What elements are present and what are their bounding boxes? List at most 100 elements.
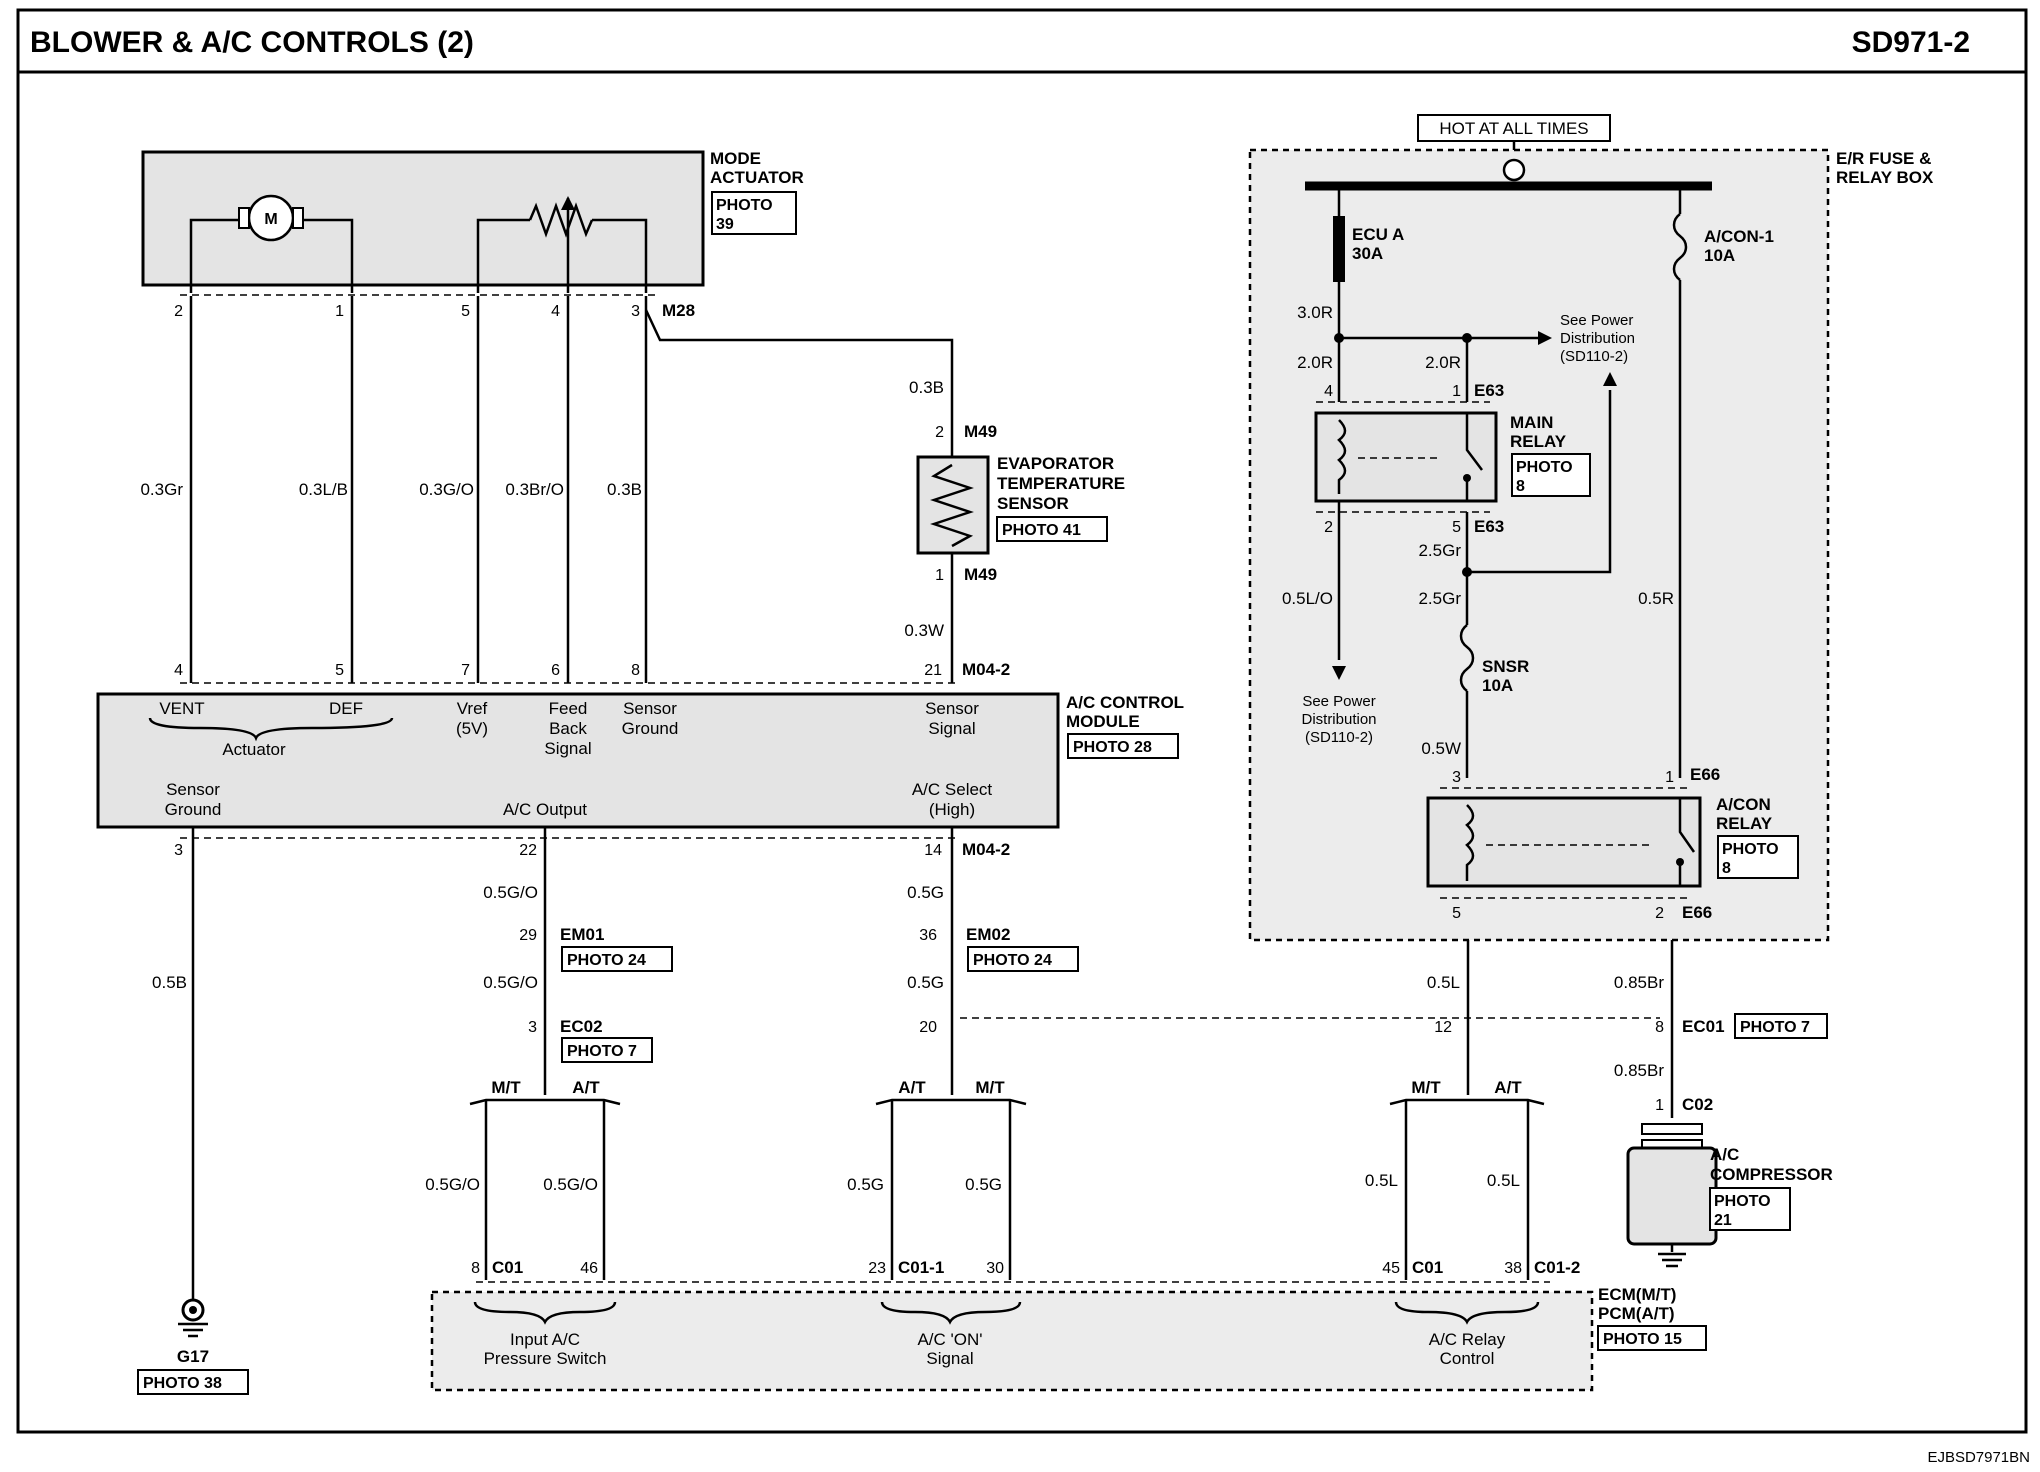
svg-text:20: 20 [919, 1019, 937, 1036]
svg-text:0.5G: 0.5G [847, 1175, 884, 1194]
svg-text:A/CON: A/CON [1716, 795, 1771, 814]
svg-text:21: 21 [924, 662, 942, 679]
svg-text:0.5B: 0.5B [152, 973, 187, 992]
svg-text:2: 2 [174, 303, 183, 320]
svg-text:Sensor: Sensor [166, 780, 220, 799]
svg-text:C01-2: C01-2 [1534, 1258, 1580, 1277]
svg-text:2: 2 [935, 424, 944, 441]
svg-text:A/C: A/C [1710, 1145, 1739, 1164]
ground-icon [178, 1298, 208, 1338]
svg-text:E63: E63 [1474, 517, 1504, 536]
svg-text:EC02: EC02 [560, 1017, 603, 1036]
svg-text:PHOTO 41: PHOTO 41 [1002, 522, 1081, 539]
svg-text:MODULE: MODULE [1066, 712, 1140, 731]
svg-text:MAIN: MAIN [1510, 413, 1553, 432]
svg-text:See Power: See Power [1560, 312, 1633, 329]
svg-text:0.5G/O: 0.5G/O [543, 1175, 598, 1194]
svg-text:PHOTO 28: PHOTO 28 [1073, 739, 1152, 756]
svg-text:Signal: Signal [544, 739, 591, 758]
svg-text:E66: E66 [1690, 765, 1720, 784]
svg-text:2.5Gr: 2.5Gr [1418, 589, 1461, 608]
svg-text:A/T: A/T [898, 1078, 926, 1097]
svg-text:E63: E63 [1474, 381, 1504, 400]
svg-text:3.0R: 3.0R [1297, 303, 1333, 322]
svg-text:7: 7 [461, 662, 470, 679]
svg-text:A/C Select: A/C Select [912, 780, 993, 799]
svg-text:Back: Back [549, 719, 587, 738]
svg-text:2: 2 [1324, 519, 1333, 536]
svg-text:A/T: A/T [1494, 1078, 1522, 1097]
svg-text:Sensor: Sensor [925, 699, 979, 718]
mode-actuator: M MODE ACTUATOR PHOTO 39 [141, 149, 804, 293]
svg-text:Signal: Signal [926, 1349, 973, 1368]
svg-text:M/T: M/T [975, 1078, 1005, 1097]
page-frame [16, 8, 2028, 1434]
svg-text:Ground: Ground [165, 800, 222, 819]
svg-text:1: 1 [1655, 1097, 1664, 1114]
svg-text:2: 2 [1655, 905, 1664, 922]
svg-text:(SD110-2): (SD110-2) [1560, 348, 1628, 365]
svg-text:3: 3 [174, 842, 183, 859]
ac-control-module: VENT DEF Actuator Vref (5V) Feed Back Si… [96, 692, 1060, 829]
svg-text:PHOTO 7: PHOTO 7 [567, 1043, 637, 1060]
svg-text:ECM(M/T): ECM(M/T) [1598, 1285, 1676, 1304]
svg-text:EC01: EC01 [1682, 1017, 1725, 1036]
svg-text:8: 8 [471, 1260, 480, 1277]
svg-text:38: 38 [1504, 1260, 1522, 1277]
svg-text:0.5R: 0.5R [1638, 589, 1674, 608]
svg-text:PHOTO 38: PHOTO 38 [143, 1375, 222, 1392]
er-fuse-relay-box [1248, 148, 1830, 942]
svg-text:RELAY: RELAY [1716, 814, 1773, 833]
svg-text:0.5L: 0.5L [1487, 1171, 1520, 1190]
svg-text:4: 4 [174, 662, 183, 679]
wire-label: 0.3Gr [140, 480, 183, 499]
svg-text:A/C Relay: A/C Relay [1429, 1330, 1506, 1349]
page-code: SD971-2 [1852, 26, 1970, 59]
svg-text:EM02: EM02 [966, 925, 1010, 944]
svg-text:Ground: Ground [622, 719, 679, 738]
svg-text:ECU A: ECU A [1352, 225, 1404, 244]
svg-text:EVAPORATOR: EVAPORATOR [997, 454, 1114, 473]
svg-text:See Power: See Power [1302, 693, 1375, 710]
svg-text:23: 23 [868, 1260, 886, 1277]
svg-text:0.5W: 0.5W [1421, 739, 1461, 758]
fuse-ecu-a-icon [1333, 216, 1345, 282]
svg-text:PHOTO 24: PHOTO 24 [973, 952, 1052, 969]
svg-text:Control: Control [1440, 1349, 1495, 1368]
svg-text:4: 4 [551, 303, 560, 320]
svg-text:3: 3 [631, 303, 640, 320]
svg-text:M04-2: M04-2 [962, 840, 1010, 859]
svg-text:30A: 30A [1352, 244, 1383, 263]
svg-text:46: 46 [580, 1260, 598, 1277]
svg-text:(High): (High) [929, 800, 975, 819]
svg-text:Distribution: Distribution [1560, 330, 1635, 347]
svg-text:10A: 10A [1704, 246, 1735, 265]
svg-text:Signal: Signal [928, 719, 975, 738]
svg-text:8: 8 [1516, 478, 1525, 495]
svg-text:2.0R: 2.0R [1425, 353, 1461, 372]
svg-text:0.5G: 0.5G [907, 973, 944, 992]
svg-text:0.5G/O: 0.5G/O [425, 1175, 480, 1194]
svg-text:0.3W: 0.3W [904, 621, 944, 640]
svg-text:Distribution: Distribution [1301, 711, 1376, 728]
hot-at-all-times: HOT AT ALL TIMES [1439, 119, 1588, 138]
svg-text:8: 8 [631, 662, 640, 679]
svg-text:DEF: DEF [329, 699, 363, 718]
svg-text:0.5G: 0.5G [907, 883, 944, 902]
svg-text:C01: C01 [1412, 1258, 1443, 1277]
svg-text:A/T: A/T [572, 1078, 600, 1097]
svg-text:1: 1 [1452, 383, 1461, 400]
svg-text:0.5L/O: 0.5L/O [1282, 589, 1333, 608]
svg-text:45: 45 [1382, 1260, 1400, 1277]
svg-text:1: 1 [335, 303, 344, 320]
svg-text:36: 36 [919, 927, 937, 944]
svg-text:M49: M49 [964, 565, 997, 584]
svg-text:E/R FUSE &: E/R FUSE & [1836, 149, 1931, 168]
svg-text:14: 14 [924, 842, 942, 859]
svg-text:1: 1 [935, 567, 944, 584]
svg-text:PHOTO: PHOTO [1722, 841, 1779, 858]
svg-text:M28: M28 [662, 301, 695, 320]
svg-text:PCM(A/T): PCM(A/T) [1598, 1304, 1674, 1323]
svg-text:C01: C01 [492, 1258, 523, 1277]
